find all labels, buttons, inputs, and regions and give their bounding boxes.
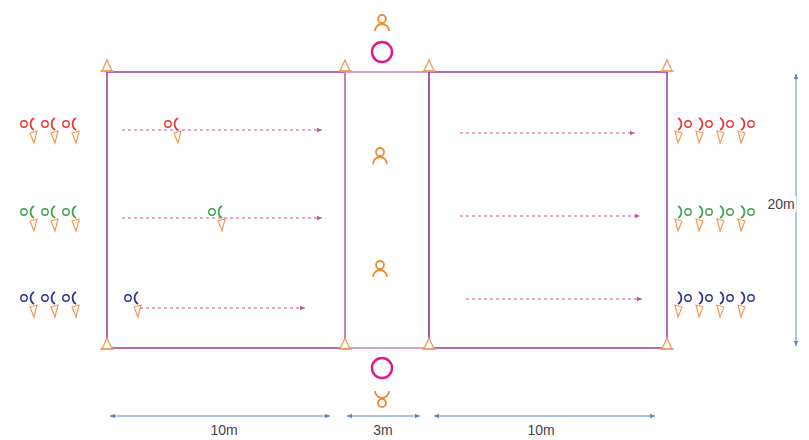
player-icon bbox=[738, 292, 754, 317]
player-icon bbox=[63, 206, 79, 231]
player-icon bbox=[675, 206, 691, 231]
player-icon bbox=[717, 206, 733, 231]
player-icon bbox=[675, 292, 691, 317]
player-icon bbox=[675, 118, 691, 143]
run-arrows bbox=[122, 130, 642, 308]
player-icon bbox=[21, 118, 37, 143]
players bbox=[21, 118, 754, 317]
player-icon bbox=[738, 206, 754, 231]
player-icon bbox=[63, 118, 79, 143]
player-icon bbox=[125, 292, 141, 317]
dimension-label: 10m bbox=[208, 422, 239, 438]
player-icon bbox=[42, 292, 58, 317]
dimension-lines bbox=[110, 74, 796, 416]
player-icon bbox=[42, 118, 58, 143]
dimension-label: 20m bbox=[765, 196, 796, 212]
player-icon bbox=[738, 118, 754, 143]
player-icon bbox=[63, 292, 79, 317]
dimension-label: 10m bbox=[525, 422, 556, 438]
field-outline bbox=[107, 72, 667, 348]
player-icon bbox=[717, 292, 733, 317]
player-icon bbox=[165, 118, 181, 143]
player-icon bbox=[696, 206, 712, 231]
player-icon bbox=[42, 206, 58, 231]
player-icon bbox=[696, 118, 712, 143]
cones bbox=[100, 60, 674, 349]
dimension-label: 3m bbox=[371, 422, 394, 438]
player-icon bbox=[21, 292, 37, 317]
player-icon bbox=[696, 292, 712, 317]
player-icon bbox=[21, 206, 37, 231]
coach-figures bbox=[373, 15, 389, 407]
player-icon bbox=[717, 118, 733, 143]
player-icon bbox=[209, 206, 225, 231]
target-hoops bbox=[372, 42, 392, 378]
